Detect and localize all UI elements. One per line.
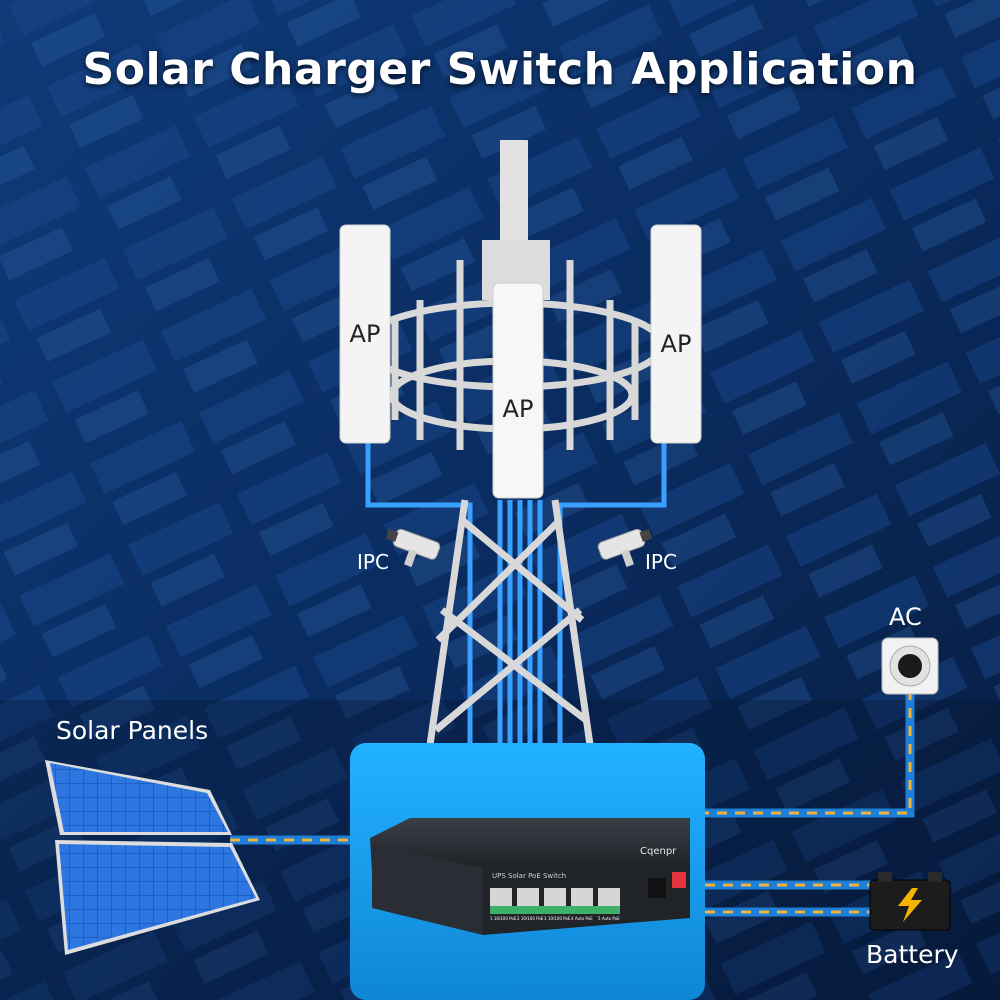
ap-label: AP [340, 320, 390, 348]
switch-port-label: 1 10/100 PoE [490, 916, 517, 921]
power-socket-icon [882, 638, 938, 694]
page-title: Solar Charger Switch Application [0, 44, 1000, 95]
switch-port-label: 4 Auto PoE [571, 916, 593, 921]
ap-label: AP [493, 395, 543, 423]
switch-port-label: 2 10/100 PoE [517, 916, 544, 921]
switch-port-label: 3 10/100 PoE [544, 916, 571, 921]
solar-panels-label: Solar Panels [56, 716, 208, 745]
switch-brand: Cqenpr [640, 846, 676, 857]
ap-label: AP [651, 330, 701, 358]
access-point-icon [493, 283, 543, 498]
battery-label: Battery [866, 940, 959, 969]
switch-model-text: UPS Solar PoE Switch [492, 872, 566, 880]
ac-label: AC [889, 603, 922, 631]
ipc-label: IPC [357, 550, 389, 574]
ipc-label: IPC [645, 550, 677, 574]
switch-port-label: 5 Auto PoE [598, 916, 620, 921]
battery-icon [870, 872, 950, 930]
